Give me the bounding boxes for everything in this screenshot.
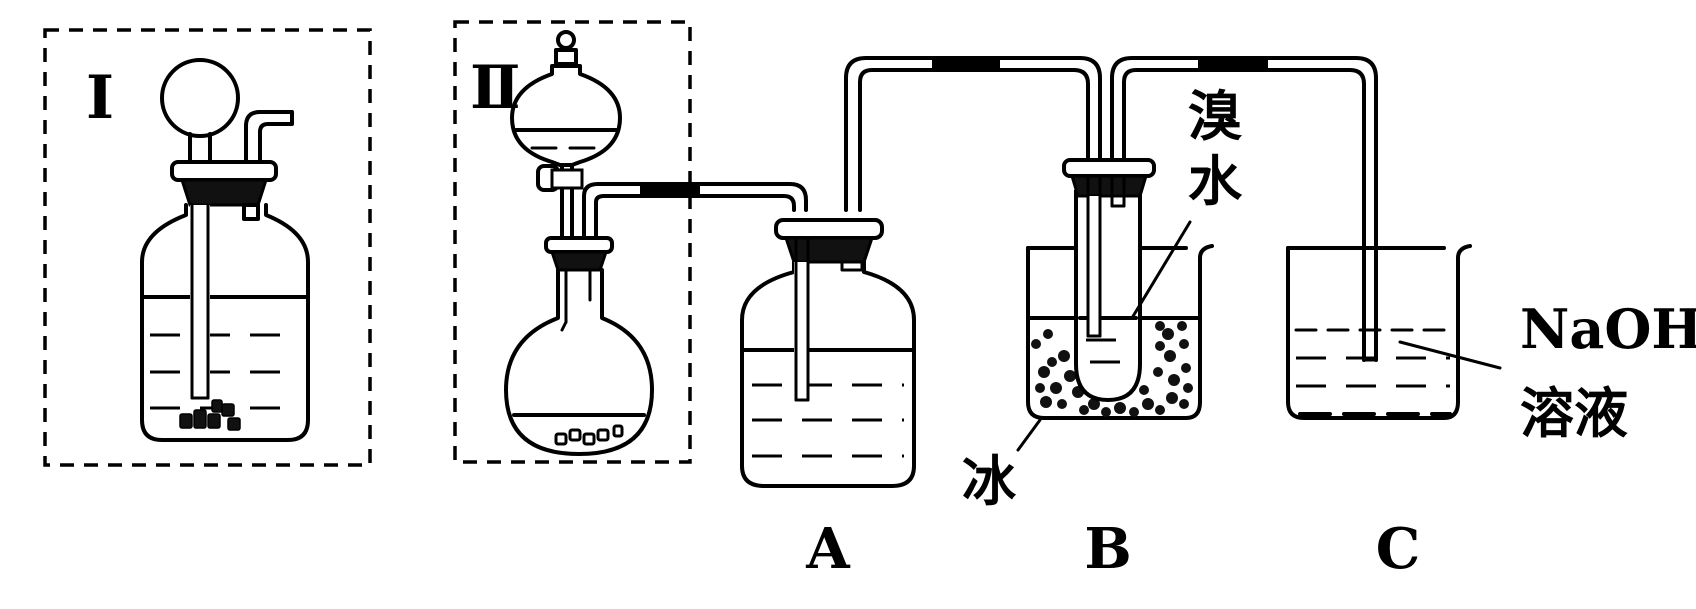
stopcock bbox=[550, 168, 584, 190]
outlet-tube-1 bbox=[244, 110, 294, 172]
apparatus-1-label: Ⅰ bbox=[86, 63, 114, 133]
rubber-stopper-b bbox=[1069, 174, 1149, 198]
tube-end-1 bbox=[242, 203, 260, 221]
rubber-stopper-2 bbox=[549, 250, 609, 272]
connecting-tube-a-b-outer bbox=[844, 56, 1102, 212]
vessel-a: A bbox=[740, 56, 1102, 582]
apparatus-2: Ⅱ bbox=[453, 20, 808, 464]
solid-reactant-2 bbox=[554, 424, 624, 446]
naoh-label-2: 溶液 bbox=[1520, 382, 1628, 445]
stopper-ring-a bbox=[774, 218, 884, 240]
delivery-tube-2-top bbox=[582, 182, 808, 242]
bromine-water-leader bbox=[1130, 220, 1192, 320]
vessel-b-label: B bbox=[1084, 516, 1131, 582]
rubber-stopper-1 bbox=[179, 178, 269, 207]
funnel-stopper-knob bbox=[556, 30, 576, 50]
stopper-ring-b bbox=[1062, 158, 1156, 178]
beaker-b bbox=[1026, 244, 1214, 420]
vessel-c-label: C bbox=[1376, 516, 1421, 582]
bromine-water-label-2: 水 bbox=[1188, 150, 1243, 213]
bottle-a bbox=[740, 260, 916, 488]
stopper-ring-2 bbox=[544, 236, 614, 254]
delivery-tube-2-bottom bbox=[594, 194, 796, 242]
ice-label: 冰 bbox=[962, 450, 1017, 513]
naoh-label-1: NaOH bbox=[1520, 297, 1696, 361]
beaker-c bbox=[1286, 244, 1472, 420]
ice-leader bbox=[1016, 418, 1042, 452]
naoh-leader bbox=[1398, 340, 1502, 370]
round-bottom-flask bbox=[504, 268, 654, 456]
bottle-1 bbox=[140, 203, 310, 442]
solid-reactant-1 bbox=[179, 399, 241, 431]
apparatus-1-dashed-box bbox=[43, 28, 372, 467]
vessel-b: 溴 水 冰 B bbox=[962, 56, 1378, 582]
stopper-ring-1 bbox=[170, 160, 278, 182]
apparatus-2-dashed-box bbox=[453, 20, 692, 464]
connecting-tube-b-c-outer bbox=[1110, 56, 1378, 362]
bromine-water-label-1: 溴 bbox=[1188, 85, 1243, 148]
vessel-a-label: A bbox=[805, 516, 851, 582]
rubber-stopper-a bbox=[783, 236, 875, 264]
ice-particles bbox=[1031, 321, 1193, 417]
test-tube-b bbox=[1074, 190, 1142, 402]
connecting-tube-a-b-inner bbox=[858, 68, 1090, 212]
vessel-c: NaOH 溶液 C bbox=[1286, 244, 1696, 582]
connecting-tube-b-c-inner bbox=[1122, 68, 1366, 362]
apparatus-1: Ⅰ bbox=[43, 28, 372, 467]
bulb-funnel bbox=[160, 58, 240, 138]
separatory-funnel bbox=[510, 64, 622, 167]
